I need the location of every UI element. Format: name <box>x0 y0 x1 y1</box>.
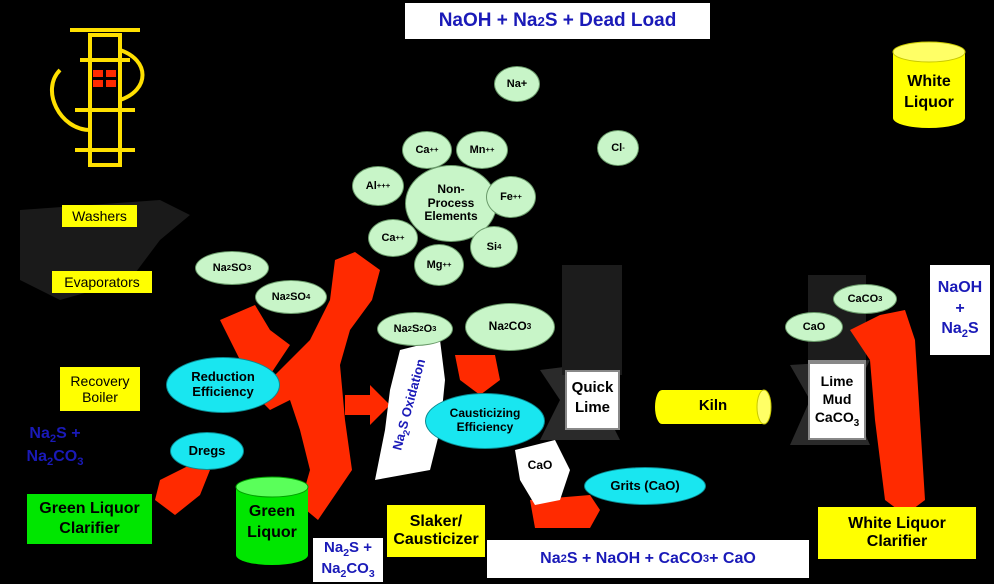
slaker-line-2: Causticizer <box>393 531 479 548</box>
reduction-line-1: Reduction <box>191 369 255 385</box>
green-liquor-tank-label: Green Liquor <box>236 502 308 544</box>
red-flow-causticizing <box>455 355 500 395</box>
npe-chloride: Cl- <box>597 130 639 166</box>
kiln-label: Kiln <box>698 397 728 414</box>
flow-bottom-left-line-1: Na2S + <box>324 539 372 560</box>
npe-center-line-3: Elements <box>424 209 478 224</box>
lime-mud-line-1: Lime <box>820 373 854 389</box>
green-liquor-tank-shape <box>235 476 309 565</box>
flow-right: NaOH + Na2S <box>930 265 990 355</box>
white-liquor-clarifier: White Liquor Clarifier <box>818 507 976 559</box>
flow-bottom-left-line-2: Na2CO3 <box>321 560 375 580</box>
green-liquor-clarifier: Green Liquor Clarifier <box>27 494 152 544</box>
kiln-shape <box>655 389 772 425</box>
compound-cao-center: CaO <box>527 458 553 472</box>
green-liquor-line-1: Green <box>248 503 296 520</box>
npe-na-plus: Na+ <box>494 66 540 102</box>
green-clarifier-line-2: Clarifier <box>59 520 120 537</box>
green-liquor-line-2: Liquor <box>247 523 297 541</box>
white-liquor-tank-label: White Liquor <box>893 72 965 114</box>
reduction-efficiency: Reduction Efficiency <box>166 357 280 413</box>
flow-right-line-3: Na2S <box>941 320 979 341</box>
red-flow-grits <box>530 495 600 528</box>
flow-right-line-1: NaOH <box>937 278 983 296</box>
green-clarifier-line-1: Green Liquor <box>39 500 140 517</box>
recovery-boiler-line-2: Boiler <box>82 389 118 405</box>
quick-lime-label: Quick Lime <box>567 378 618 417</box>
causticizing-line-2: Efficiency <box>456 420 514 434</box>
npe-ion-ca-bottom: Ca++ <box>368 219 418 257</box>
quick-lime-line-1: Quick <box>571 379 614 396</box>
red-flow-dregs <box>155 465 210 515</box>
limemud-box <box>810 364 864 438</box>
dregs: Dregs <box>170 432 244 470</box>
stage-slaker: Slaker/ Causticizer <box>387 505 485 557</box>
oxidation-band <box>375 340 445 480</box>
npe-ion-fe: Fe++ <box>486 176 536 218</box>
red-flow-white-clarifier <box>850 310 925 515</box>
npe-center-line-1: Non- <box>437 181 465 196</box>
recovery-boiler-line-1: Recovery <box>70 372 130 389</box>
quicklime-box <box>567 372 618 428</box>
mill-red-block-2 <box>106 70 116 77</box>
npe-ion-mg: Mg++ <box>414 244 464 286</box>
stage-evaporators: Evaporators <box>52 271 152 293</box>
stage-recovery-boiler: Recovery Boiler <box>60 367 140 411</box>
cao-region <box>515 440 570 505</box>
flow-left-line-1: Na2S + <box>29 425 81 446</box>
white-liquor-line-2: Liquor <box>904 93 954 111</box>
mill-red-block-4 <box>106 80 116 87</box>
lime-mud-label: Lime Mud CaCO3 <box>810 372 864 431</box>
slaker-line-1: Slaker/ <box>409 512 463 530</box>
flow-left-line-2: Na2CO3 <box>26 447 84 468</box>
flow-left: Na2S + Na2CO3 <box>5 424 105 469</box>
white-liquor-tank-shape <box>892 41 966 128</box>
red-flow-oxidation-arrow <box>345 385 390 425</box>
compound-cao-right: CaO <box>785 312 843 342</box>
red-flow-main <box>255 252 380 520</box>
quick-lime-line-2: Lime <box>574 398 610 416</box>
stage-washers: Washers <box>62 205 137 227</box>
causticizing-efficiency: Causticizing Efficiency <box>425 393 545 449</box>
mill-illustration <box>49 28 145 167</box>
lime-mud-line-3: CaCO3 <box>814 409 860 430</box>
flow-bottom-left: Na2S + Na2CO3 <box>313 538 383 582</box>
white-clarifier-line-1: White Liquor <box>848 514 946 532</box>
flow-right-line-2: + <box>955 299 965 317</box>
white-clarifier-line-2: Clarifier <box>866 533 928 550</box>
white-liquor-line-1: White <box>907 73 951 90</box>
mill-red-block-1 <box>93 70 103 77</box>
reduction-line-2: Efficiency <box>192 384 254 399</box>
grits: Grits (CaO) <box>584 467 706 505</box>
lime-mud-line-2: Mud <box>822 391 852 408</box>
npe-center-line-2: Process <box>427 195 475 210</box>
npe-ion-mn: Mn++ <box>456 131 508 169</box>
red-flow-recovery <box>220 305 290 375</box>
npe-ion-ca-top: Ca++ <box>402 131 452 169</box>
mill-red-block-3 <box>93 80 103 87</box>
pipe-quicklime <box>562 265 622 375</box>
causticizing-line-1: Causticizing <box>449 406 521 421</box>
npe-ion-al: Al+++ <box>352 166 404 206</box>
